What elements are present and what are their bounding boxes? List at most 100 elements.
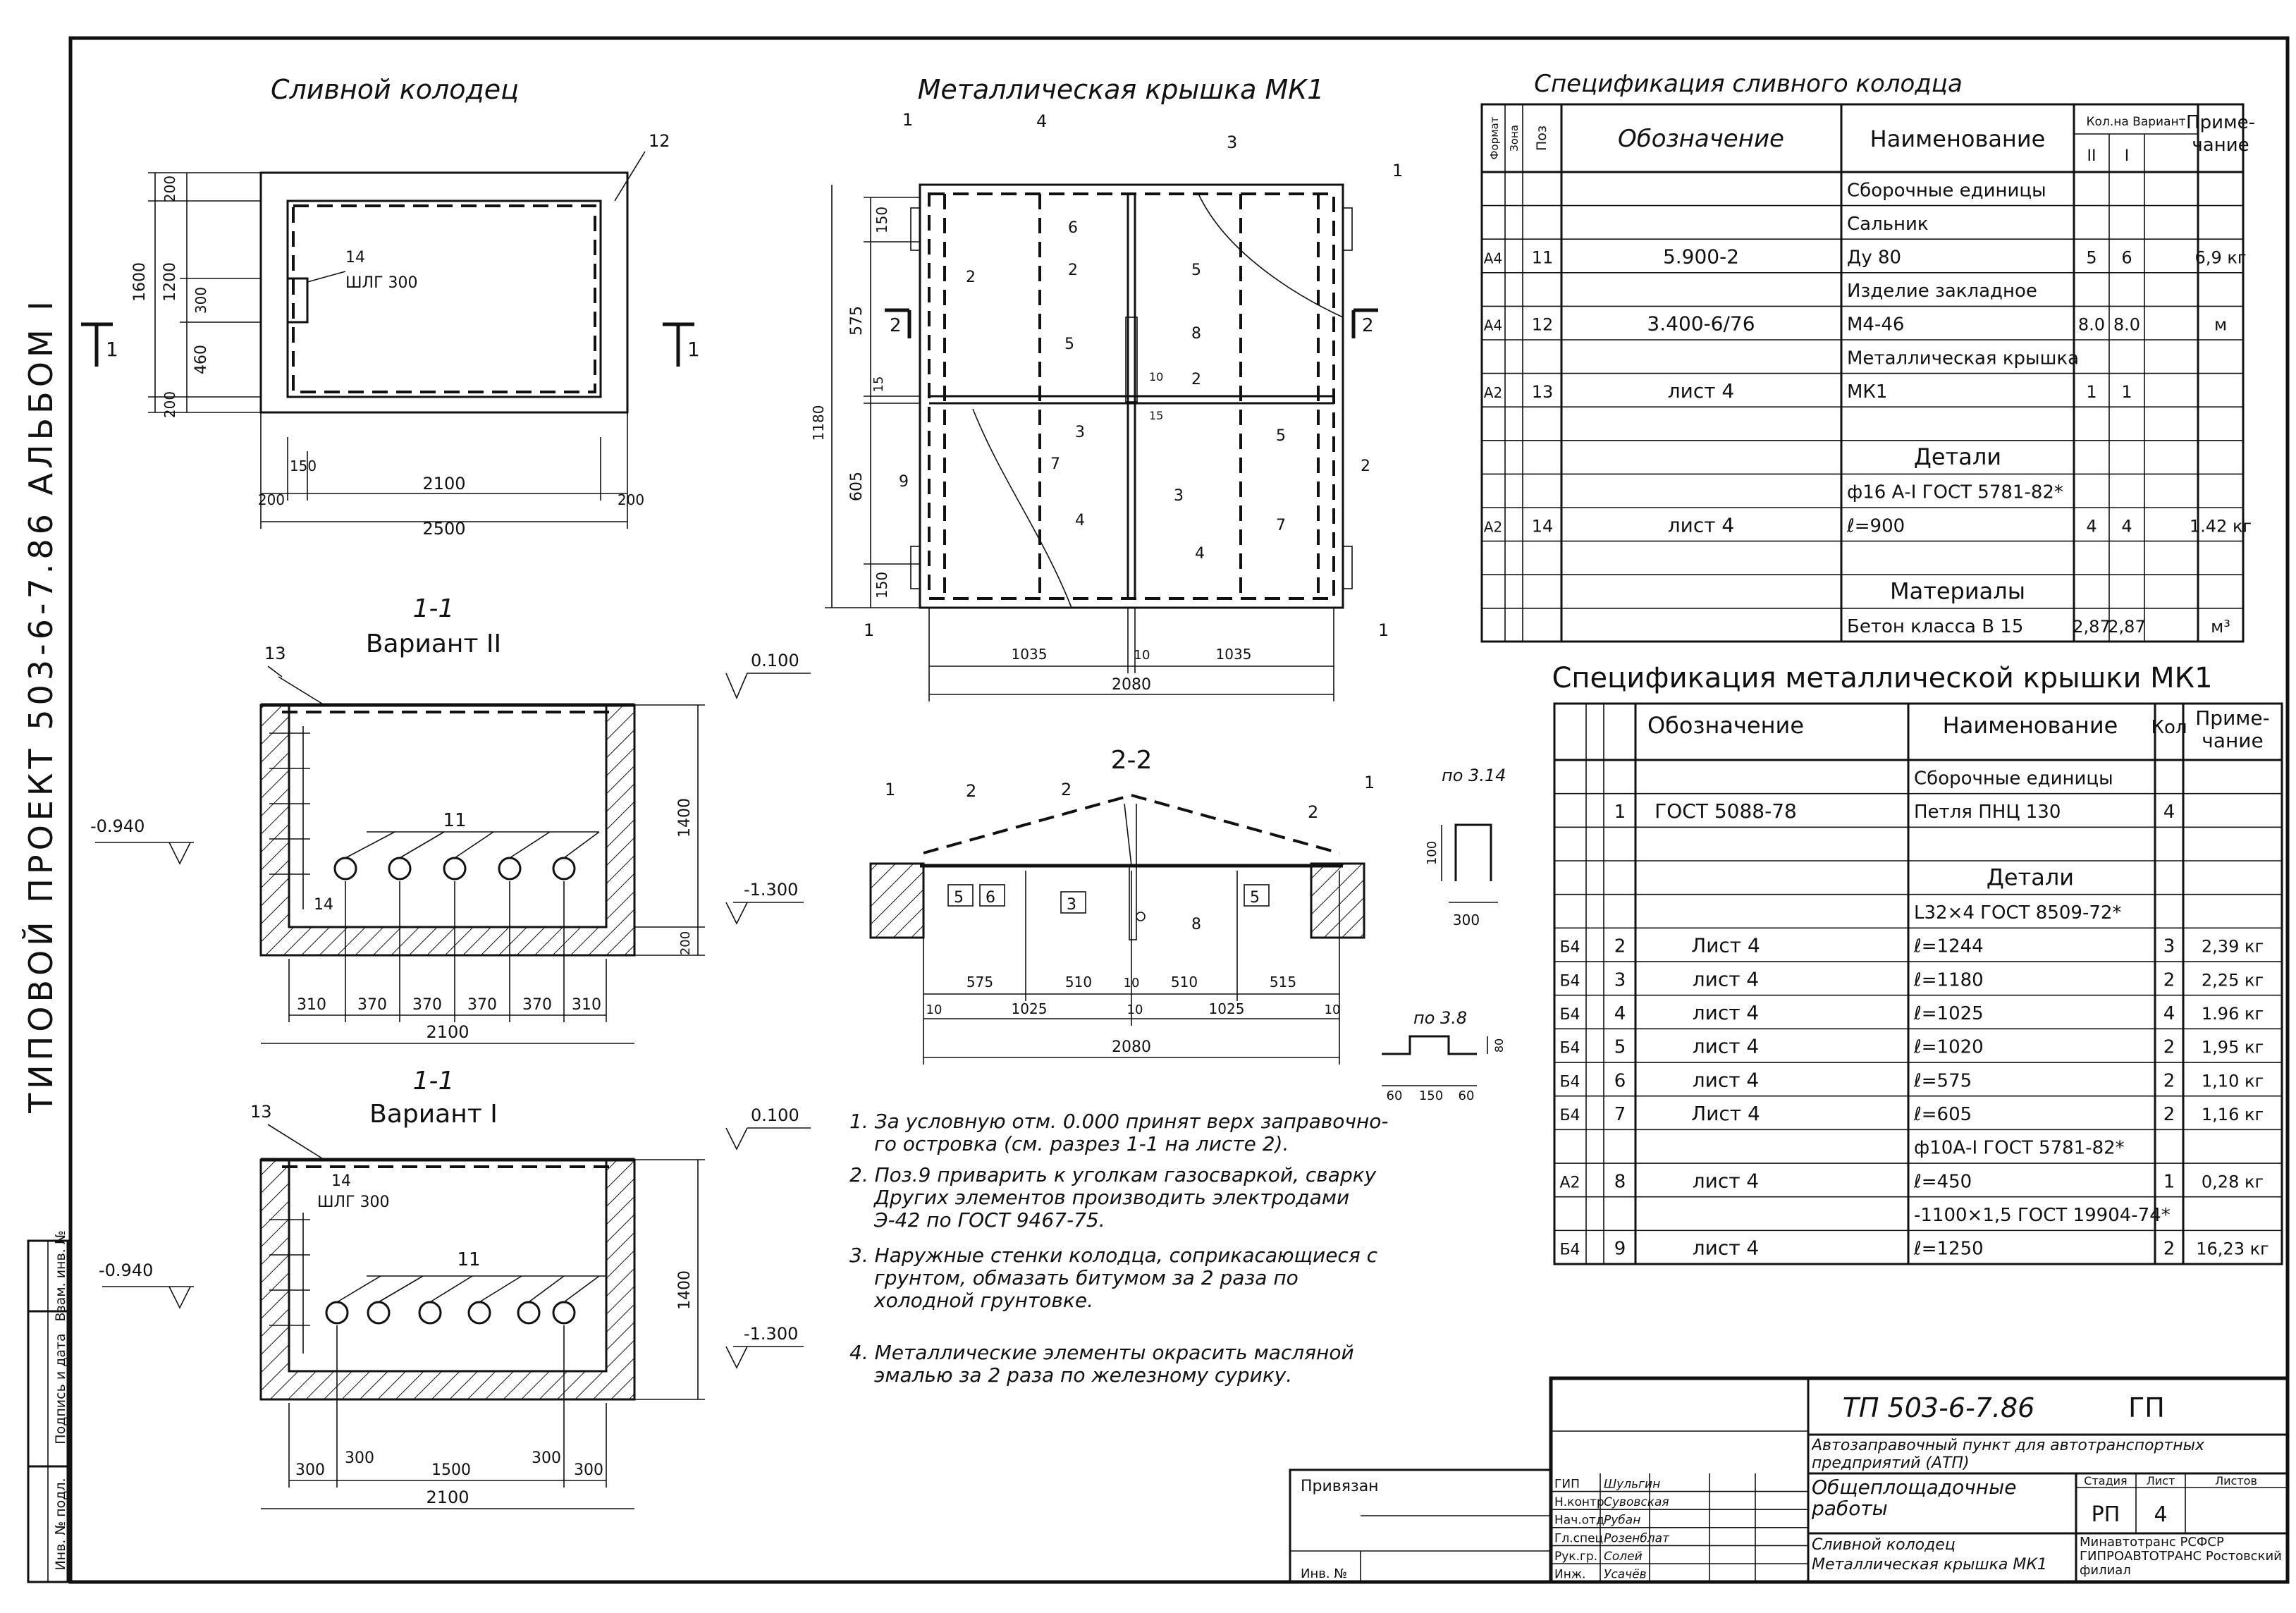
spec2-cell-designation: Лист 4 (1691, 1102, 1760, 1125)
spec2-cell-qty: 4 (2163, 802, 2175, 823)
spec2-row: Детали (1987, 864, 2074, 890)
sec2-dim-370c: 370 (467, 996, 497, 1014)
spec1-cell-note: 6,9 кг (2195, 247, 2247, 267)
spec2-cell-format: Б4 (1559, 1040, 1580, 1057)
sec2-hole-2 (388, 857, 412, 881)
plan-view: Сливной колодец 14 ШЛГ 300 12 200 1200 1… (81, 74, 700, 539)
spec1-cell-format: А4 (1484, 317, 1502, 334)
spec2-cell-name: ℓ=575 (1913, 1070, 1972, 1091)
cover-label-2b: 2 (1068, 262, 1078, 279)
spec2-cell-format: Б4 (1559, 1107, 1580, 1124)
cover-dim-15b: 15 (1149, 409, 1163, 422)
spec1-row: Металлическая крышка (1847, 348, 2079, 369)
spec2-cell-name: ℓ=1244 (1913, 936, 1984, 957)
sheet-frame (68, 36, 2290, 1584)
spec2-cell-name: Детали (1987, 864, 2074, 890)
spec1-cell-note: 1.42 кг (2190, 516, 2252, 536)
sec2-hole-5 (552, 857, 576, 881)
spec2-cell-name: Петля ПНЦ 130 (1914, 802, 2061, 823)
sec22-label-6: 6 (986, 889, 995, 907)
spec2-cell-name: -1100×1,5 ГОСТ 19904-74* (1914, 1205, 2171, 1226)
sec2-label-11: 11 (443, 810, 466, 831)
stamp-person-name: Рубан (1604, 1514, 1640, 1528)
spec2-cell-designation: лист 4 (1693, 1169, 1760, 1192)
spec1-title: Спецификация сливного колодца (1534, 70, 1963, 98)
sec1-variant: Вариант I (369, 1100, 498, 1129)
plan-dim-h-2500: 2500 (422, 519, 465, 539)
sec22-label-8: 8 (1191, 916, 1201, 933)
spec2-h-naim: Наименование (1943, 712, 2118, 739)
cover-label-1b: 1 (1392, 161, 1403, 180)
sec2-hole-4 (498, 857, 522, 881)
sec2-label-14: 14 (314, 896, 333, 914)
stamp-person-name: Шульгин (1604, 1477, 1660, 1491)
spec1-cell-qty-I: 2,87 (2108, 617, 2145, 637)
sec1-label-14: 14 (331, 1172, 351, 1190)
spec1-cell-name: Детали (1914, 443, 2001, 470)
stamp-role: Инж. (1554, 1567, 1586, 1581)
sec22-dim-10b: 10 (926, 1002, 943, 1017)
stamp-section: Общеплощадочные работы (1812, 1477, 2017, 1520)
spec1-cell-pos: 13 (1532, 382, 1554, 402)
cover-view: Металлическая крышка МК1 1 4 3 1 6 2 2 5… (810, 74, 1403, 701)
detail-38-title: по 3.8 (1413, 1008, 1467, 1028)
sec2-dim-2100: 2100 (426, 1022, 469, 1042)
plan-dim-v-200a: 200 (161, 176, 178, 202)
detail-38-dim-80: 80 (1492, 1038, 1506, 1053)
spec2-cell-pos: 5 (1614, 1037, 1626, 1058)
spec2-h-oboz: Обозначение (1647, 712, 1804, 739)
sec1-dim-1500: 1500 (431, 1461, 471, 1479)
spec2-cell-name: ф10А-I ГОСТ 5781-82* (1914, 1138, 2125, 1159)
left-stamp: Взам. инв. № Подпись и дата Инв. № подл. (27, 1230, 69, 1583)
plan-inner-frame (292, 204, 596, 393)
spec1-cell-pos: 11 (1532, 247, 1554, 267)
note-line-7: грунтом, обмазать битумом за 2 раза по (874, 1266, 1299, 1289)
title-block: ТП 503-6-7.86 ГП Автозаправочный пункт д… (1289, 1376, 2290, 1584)
plan-dim-v-1600: 1600 (131, 262, 149, 302)
detail-38-dim-60b: 60 (1459, 1088, 1475, 1103)
sec1-dim-1400: 1400 (676, 1270, 694, 1310)
spec2-cell-qty: 2 (2163, 1239, 2175, 1260)
sec22-dim-10c: 10 (1127, 1002, 1143, 1017)
cover-label-3: 3 (1227, 133, 1237, 152)
sec22-dim-510b: 510 (1171, 974, 1198, 991)
detail-314-dim-300: 300 (1453, 912, 1480, 928)
spec1-cell-pos: 14 (1532, 516, 1554, 536)
spec1-cell-name: Материалы (1890, 577, 2025, 604)
cover-dim-1035b: 1035 (1216, 646, 1252, 663)
section-2-2: 2-2 1 2 2 2 1 5 6 3 8 5 575 510 10 (869, 746, 1375, 1065)
stamp-sheet: 4 (2154, 1502, 2167, 1527)
sec2-dim-200: 200 (678, 931, 693, 955)
spec1-h-note1: Приме- (2186, 112, 2255, 133)
spec1-cell-qty-I: 6 (2121, 247, 2132, 267)
spec2-cell-designation: ГОСТ 5088-78 (1655, 799, 1797, 823)
spec1-h-kol: Кол.на Вариант (2086, 115, 2185, 129)
sec2-elev-top: 0.100 (751, 651, 799, 670)
left-stamp-vzam: Взам. инв. № (53, 1230, 68, 1321)
plan-cut-right: 1 (687, 338, 700, 361)
note-line-1: 1. За условную отм. 0.000 принят верх за… (849, 1110, 1389, 1133)
spec1-cell-name: Ду 80 (1847, 247, 1901, 268)
cover-dim-150a: 150 (873, 207, 890, 233)
plan-dim-h-2100: 2100 (422, 474, 465, 493)
cover-label-1a: 1 (902, 110, 913, 130)
spec2-cell-pos: 2 (1614, 936, 1626, 957)
spec2-cell-qty: 4 (2163, 1003, 2175, 1024)
sec2-cut: 1-1 (413, 594, 455, 623)
spec1-row: Детали (1914, 443, 2001, 470)
spec1-row: ф16 А-I ГОСТ 5781-82* (1847, 482, 2063, 503)
spec1-cell-qty-I: 8.0 (2113, 315, 2140, 335)
detail-314-title: по 3.14 (1442, 766, 1506, 785)
sec2-dim-370a: 370 (357, 996, 387, 1014)
plan-dim-h-200a: 200 (258, 491, 285, 508)
spec2-cell-note: 2,39 кг (2202, 937, 2264, 957)
stamp-project: Автозаправочный пункт для автотранспортн… (1812, 1437, 2205, 1472)
spec1-h-pos: Поз (1534, 125, 1549, 151)
sec2-label-13: 13 (264, 644, 286, 663)
note-line-10: эмалью за 2 раза по железному сурику. (874, 1363, 1292, 1387)
